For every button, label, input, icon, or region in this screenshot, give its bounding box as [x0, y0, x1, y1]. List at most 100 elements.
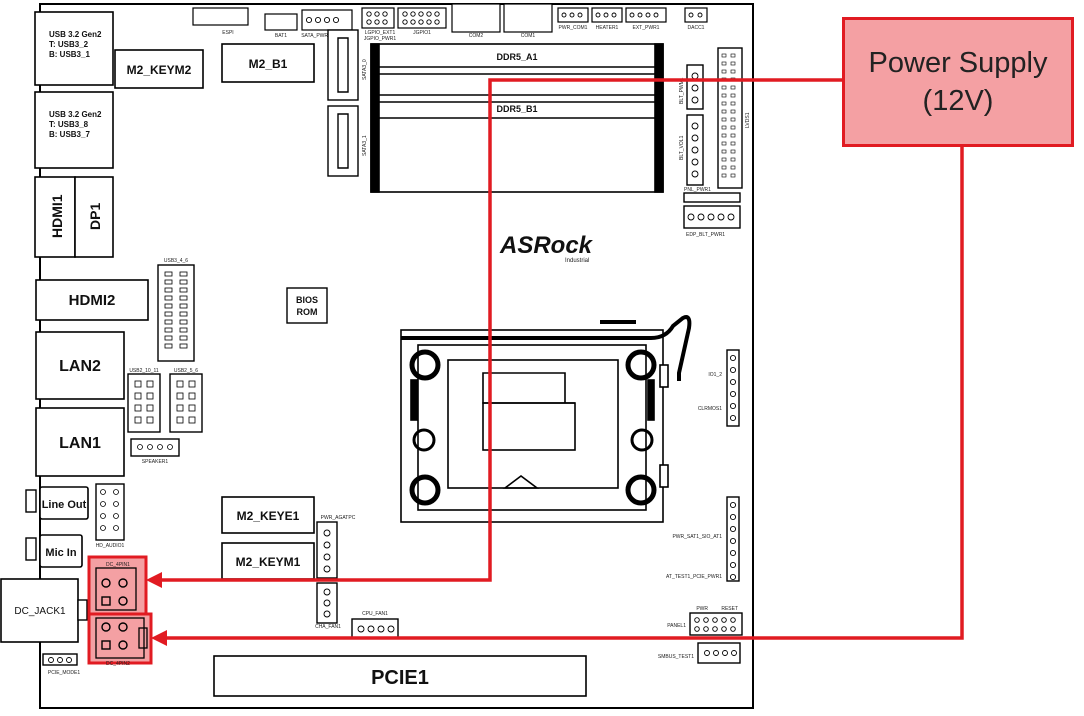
dc-4pin1-label: DC_4PIN1: [106, 562, 130, 568]
lan1-label: LAN1: [59, 435, 101, 452]
right-upper-connectors: [683, 47, 743, 229]
blt-vol1-label: BLT_VOL1: [679, 135, 685, 160]
pwr-sat-label: PWR_SAT1_SIO_AT1: [672, 534, 722, 540]
sata4-label: SATA3_1: [362, 135, 368, 156]
lgpio-header: [361, 7, 395, 29]
logo-text: ASRock: [499, 232, 594, 259]
usb-stack-1: [34, 11, 114, 86]
m2-keym2-label: M2_KEYM2: [127, 63, 192, 77]
usb-stack-2: [34, 91, 114, 169]
ext-pwr1-label: EXT_PWR1: [633, 25, 660, 31]
dc-4pin-connectors: DC_4PIN1 DC_4PIN2: [87, 555, 153, 667]
lower-mid-labels: PWR_AGATPC CHA_FAN1 CPU_FAN1 PCIE_MODE1: [48, 515, 388, 676]
usb-10-11-label: USB2_10_11: [129, 368, 159, 374]
io-labels: USB 3.2 Gen2 T: USB3_2 B: USB3_1 USB 3.2…: [14, 30, 115, 617]
dc-4pin2-highlight: [87, 612, 153, 665]
smbus-label: SMBUS_TEST1: [658, 654, 694, 660]
dp1-port: [74, 176, 114, 258]
power-line-to-dc-4pin1: [160, 78, 842, 582]
lgpio-label: LGPIO_EXT1: [365, 30, 396, 36]
m2-slots: [114, 43, 315, 580]
bios-label-2: ROM: [297, 307, 318, 317]
usb1-line2: T: USB3_2: [49, 40, 89, 49]
usb-headers: [95, 264, 203, 541]
dc-jack: [0, 578, 79, 643]
mic-in-label: Mic In: [45, 547, 76, 559]
lan1-port: [35, 407, 125, 477]
at-test-label: AT_TEST1_PCIE_PWR1: [666, 574, 722, 580]
jgpio1-header: [397, 7, 447, 29]
usb2-5-6-header: [169, 373, 203, 433]
m2-keym1-slot: [221, 542, 315, 580]
hdmi2-label: HDMI2: [69, 292, 116, 309]
m2-b1-label: M2_B1: [249, 57, 288, 71]
lan2-port: [35, 331, 125, 400]
usb3-header: [157, 264, 195, 362]
dimm-slots: [370, 43, 664, 193]
sata3-1: [327, 105, 359, 177]
top-header-pins: [305, 11, 703, 25]
right-upper-labels: BLT_PWM1 BLT_VOL1 LVDS1 PNL_PWR1 EDP_BLT…: [679, 77, 751, 238]
usb2-10-11-header: [127, 373, 161, 433]
pnl-pwr1: [683, 192, 741, 203]
com2-label: COM2: [469, 33, 484, 39]
usb1-line1: USB 3.2 Gen2: [49, 30, 102, 39]
com1-header: [503, 3, 553, 33]
jgpio1-label: JGPIO1: [413, 30, 431, 36]
power-lines: [160, 78, 964, 640]
hdmi2-port: [35, 279, 149, 321]
power-line-to-dc-4pin2: [160, 147, 964, 640]
power-supply-box: Power Supply (12V): [842, 17, 1074, 147]
edp-blt-label: EDP_BLT_PWR1: [686, 232, 725, 238]
pcie-mode1-label: PCIE_MODE1: [48, 670, 80, 676]
lan2-label: LAN2: [59, 358, 101, 375]
pcie-slot: PCIE1: [213, 655, 587, 697]
right-mid-pins: [694, 354, 737, 656]
rear-io: [0, 11, 149, 643]
cpu-fan1-label: CPU_FAN1: [362, 611, 388, 617]
dimm-labels: DDR5_A1 DDR5_B1: [496, 52, 537, 114]
pwr-agatpc: [316, 521, 338, 579]
panel-reset-label: RESET: [721, 606, 738, 612]
lower-mid-pins: [48, 529, 395, 663]
panel1: [689, 612, 743, 636]
arrow-dc-4pin2: [151, 630, 167, 646]
m2-keye1-slot: [221, 496, 315, 534]
clrmos-label: CLRMOS1: [698, 406, 722, 412]
sata-pwr1-label: SATA_PWR1: [301, 33, 331, 39]
panel-pwr-label: PWR: [696, 606, 708, 612]
sata-labels: SATA3_0 SATA3_1: [362, 59, 368, 156]
usb-4-6-label: USB3_4_6: [164, 258, 188, 264]
cpu-socket: [400, 315, 692, 523]
bios-label-1: BIOS: [296, 295, 318, 305]
top-headers: [192, 3, 708, 33]
m2-b1-slot: [221, 43, 315, 83]
arrow-dc-4pin1: [146, 572, 162, 588]
usb-5-6-label: USB2_5_6: [174, 368, 198, 374]
sata3-label: SATA3_0: [362, 59, 368, 80]
speaker1: [130, 438, 180, 457]
pwr-agatpc-label: PWR_AGATPC: [321, 515, 356, 521]
ddr5-b1-label: DDR5_B1: [496, 104, 537, 114]
cha-fan1-label: CHA_FAN1: [315, 624, 341, 630]
power-arrows: [146, 572, 167, 646]
jgpio-pwr1-label: JGPIO_PWR1: [364, 36, 396, 42]
ddr5-a1-label: DDR5_A1: [496, 52, 537, 62]
dc-jack-label: DC_JACK1: [14, 606, 66, 617]
m2-keym2-slot: [114, 49, 204, 89]
lvds1: [717, 47, 743, 189]
panel1-label: PANEL1: [667, 623, 686, 629]
line-out-label: Line Out: [42, 499, 87, 511]
usb1-line3: B: USB3_1: [49, 50, 90, 59]
io-jack-holes: [25, 489, 88, 621]
heater1-label: HEATER1: [596, 25, 619, 31]
dp1-label: DP1: [87, 203, 103, 230]
usb-header-labels: USB3_4_6 USB2_10_11 USB2_5_6 SPEAKER1 HD…: [96, 258, 199, 549]
mic-in-jack: [39, 534, 83, 568]
usb2-line2: T: USB3_8: [49, 120, 89, 129]
smbus-test1: [697, 642, 741, 664]
pcie1-label: PCIE1: [371, 667, 429, 689]
speaker1-label: SPEAKER1: [142, 459, 169, 465]
